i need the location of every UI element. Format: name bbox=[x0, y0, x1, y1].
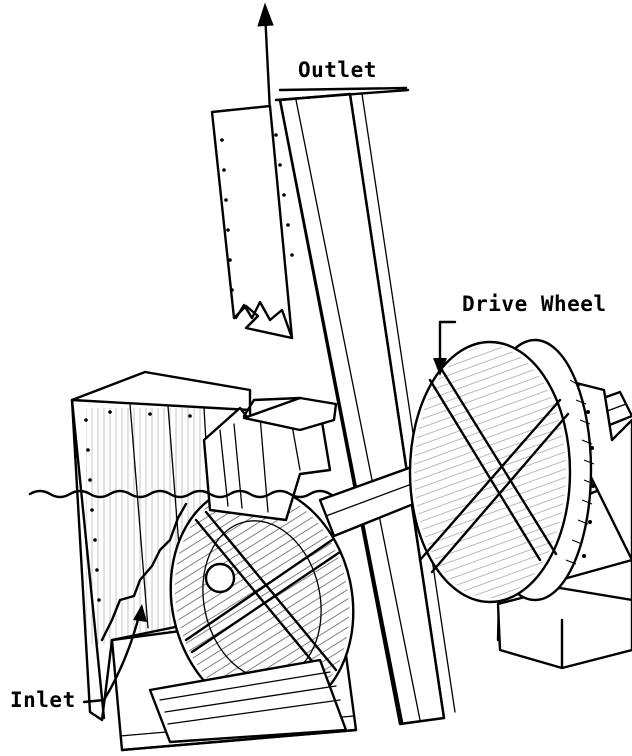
drive-wheel-pointer bbox=[433, 320, 457, 376]
inlet-label: Inlet bbox=[10, 688, 76, 712]
drive-wheel-label: Drive Wheel bbox=[462, 292, 607, 316]
outlet-pipe bbox=[274, 88, 456, 726]
inlet-pointer bbox=[82, 604, 147, 704]
outlet-pipe-cutaway bbox=[210, 104, 294, 340]
drive-wheel bbox=[408, 338, 632, 670]
water-wheel bbox=[148, 483, 355, 744]
outlet-label: Outlet bbox=[298, 58, 377, 82]
outlet-label-line bbox=[278, 86, 408, 92]
outlet-arrow bbox=[257, 2, 274, 114]
